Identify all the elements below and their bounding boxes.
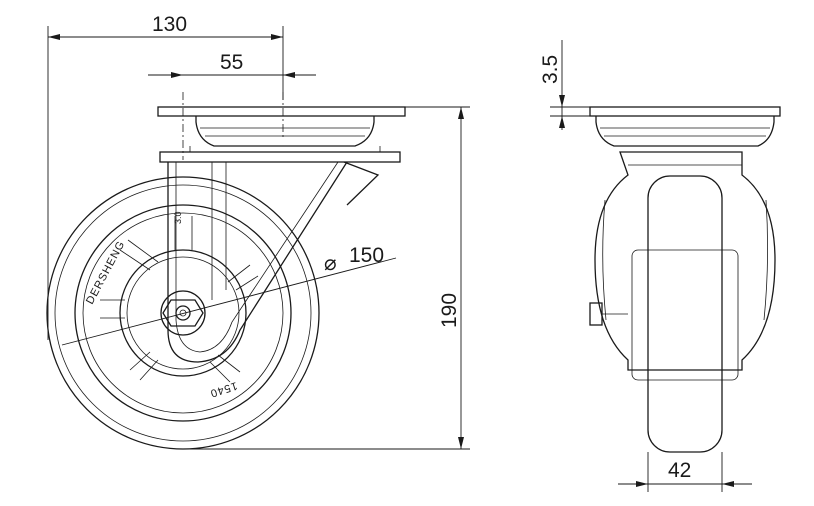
axle-washer (160, 290, 206, 336)
dim-plate-thickness: 3.5 (539, 55, 562, 84)
wheel-rim (74, 204, 292, 422)
front-swivel-housing (595, 116, 775, 147)
axle-bolt (175, 305, 191, 321)
wheel-model-text: 1540 (208, 379, 239, 399)
front-wheel (647, 175, 723, 453)
front-top-plate (589, 106, 781, 117)
front-view (589, 106, 781, 453)
fork-leg (167, 161, 348, 363)
front-axle-bolt (589, 302, 603, 326)
side-view: DERSHENG 1540 3.0 (46, 92, 406, 450)
dimension-lines (47, 26, 752, 492)
dim-overall-width: 130 (152, 13, 187, 36)
wheel-tread-outer (46, 176, 320, 450)
axle-nut (162, 299, 204, 327)
swivel-housing (195, 116, 375, 147)
dim-overall-height: 190 (438, 293, 461, 328)
fork-flange (159, 151, 401, 163)
dim-offset: 55 (220, 51, 243, 74)
top-plate (157, 106, 406, 117)
fork-small-label: 3.0 (173, 211, 183, 224)
dim-diameter-symbol: ⌀ (324, 252, 337, 275)
wheel-hub (119, 249, 247, 377)
dim-wheel-width: 42 (668, 459, 691, 482)
front-fork (594, 151, 776, 371)
wheel-spokes (100, 216, 259, 383)
dim-wheel-diameter: 150 (349, 244, 384, 267)
